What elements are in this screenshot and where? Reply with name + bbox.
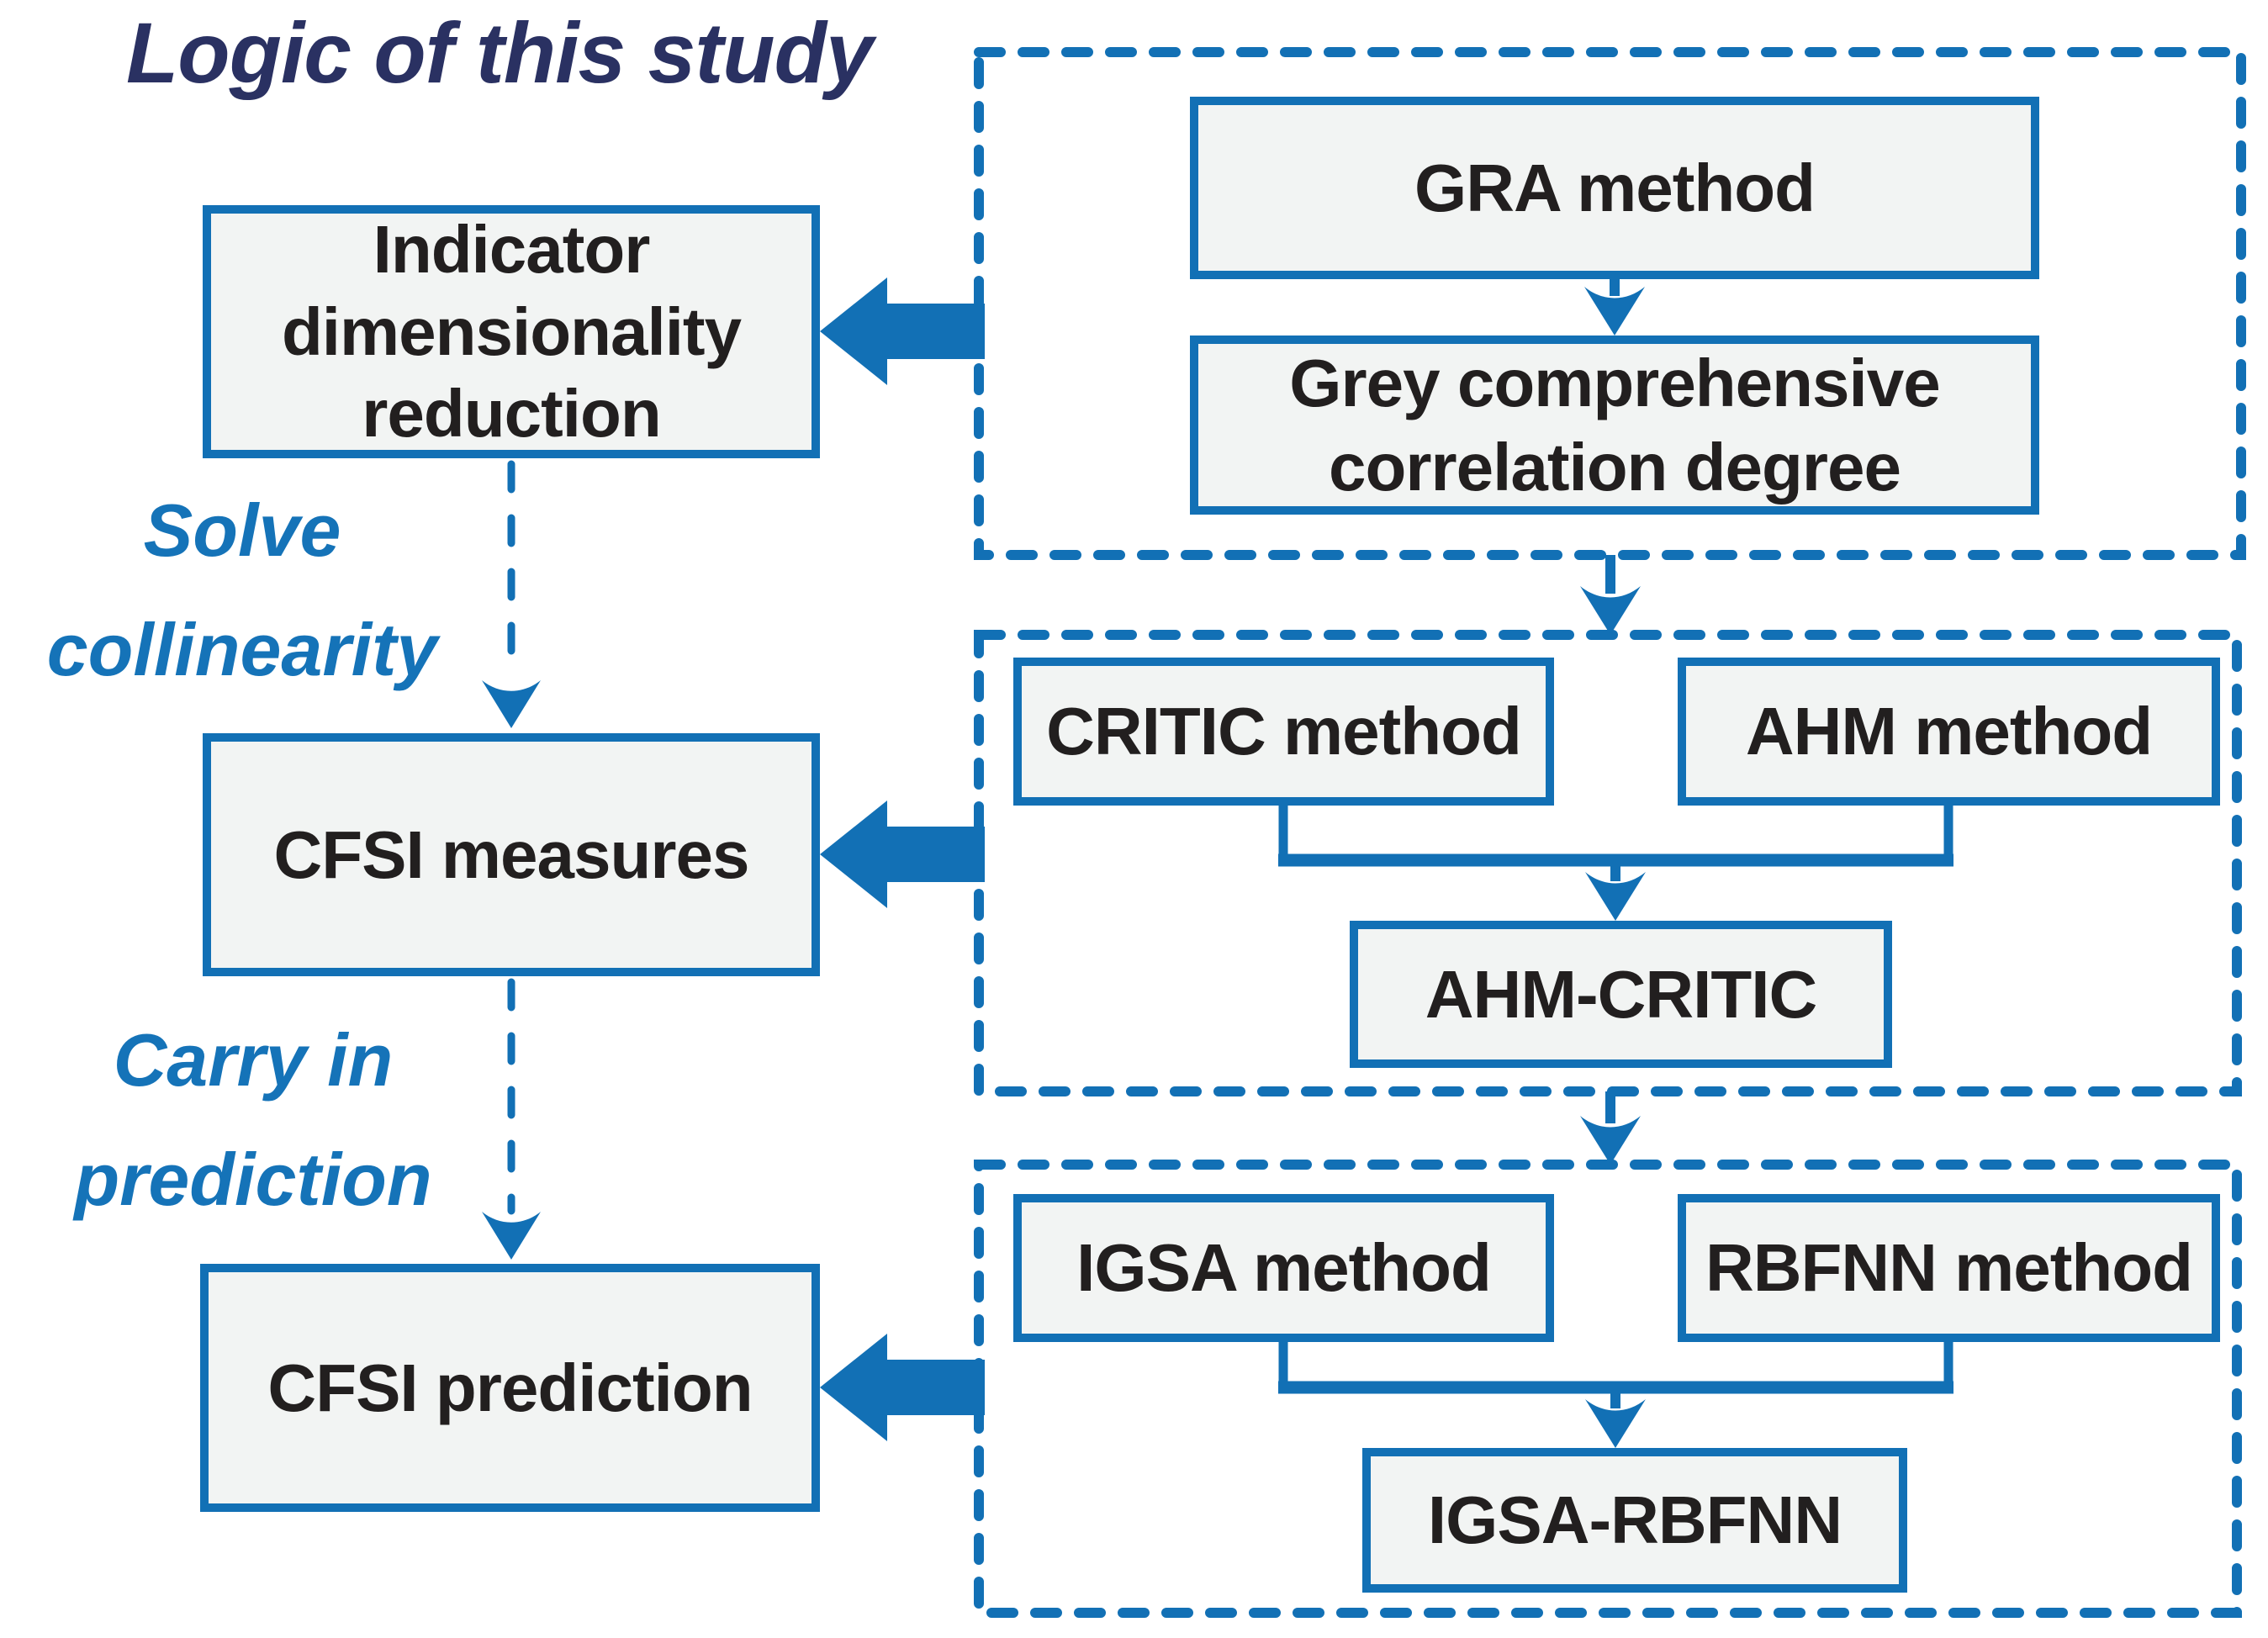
block-arrow-to-cfsi-prediction (820, 1334, 985, 1441)
box-igsa-method-label: IGSA method (1076, 1230, 1492, 1305)
annotation-carry-line1: Carry in (113, 1018, 394, 1102)
flow-box-indicator-reduction: Indicator dimensionality reduction (203, 205, 820, 458)
box-rbfnn-method-label: RBFNN method (1705, 1230, 2193, 1305)
annotation-solve-line1: Solve (143, 489, 341, 572)
annotation-carry-line2: prediction (74, 1138, 432, 1221)
box-grey-correlation: Grey comprehensive correlation degree (1190, 336, 2039, 515)
box-grey-correlation-label: Grey comprehensive correlation degree (1289, 345, 1940, 505)
flow-box-cfsi-prediction-label: CFSI prediction (267, 1350, 753, 1425)
box-rbfnn-method: RBFNN method (1678, 1194, 2220, 1342)
flow-box-cfsi-measures: CFSI measures (203, 733, 820, 976)
box-ahm-critic: AHM-CRITIC (1350, 921, 1892, 1068)
merge-arrow-to-ahm-critic (1585, 865, 1646, 921)
arrow-group2-to-group3 (1580, 1091, 1641, 1165)
flow-box-cfsi-measures-label: CFSI measures (273, 816, 749, 892)
box-ahm-method-label: AHM method (1745, 694, 2153, 769)
box-ahm-method: AHM method (1678, 658, 2220, 806)
box-critic-method: CRITIC method (1013, 658, 1554, 806)
box-gra-method: GRA method (1190, 97, 2039, 279)
annotation-solve-collinearity: Solve collinearity (7, 471, 478, 710)
box-gra-method-label: GRA method (1414, 150, 1816, 225)
merge-connector-igsa-rbfnn (1278, 1342, 1953, 1394)
arrow-group1-to-group2 (1580, 555, 1641, 635)
block-arrow-to-indicator-reduction (820, 277, 985, 385)
flow-box-indicator-reduction-label: Indicator dimensionality reduction (281, 212, 742, 452)
merge-arrow-to-igsa-rbfnn (1585, 1392, 1646, 1448)
page-title: Logic of this study (126, 5, 874, 101)
merge-connector-critic-ahm (1278, 806, 1953, 867)
dashed-arrow-measures-to-prediction (482, 978, 541, 1260)
annotation-carry-prediction: Carry in prediction (5, 1001, 501, 1239)
annotation-solve-line2: collinearity (46, 608, 438, 691)
box-igsa-method: IGSA method (1013, 1194, 1554, 1342)
dashed-arrow-indicator-to-measures (482, 460, 541, 728)
box-critic-method-label: CRITIC method (1046, 694, 1522, 769)
flow-box-cfsi-prediction: CFSI prediction (200, 1264, 820, 1512)
block-arrow-to-cfsi-measures (820, 801, 985, 908)
arrow-gra-to-grey (1584, 279, 1645, 336)
box-igsa-rbfnn-label: IGSA-RBFNN (1427, 1482, 1842, 1557)
box-igsa-rbfnn: IGSA-RBFNN (1362, 1448, 1907, 1593)
box-ahm-critic-label: AHM-CRITIC (1425, 956, 1817, 1032)
